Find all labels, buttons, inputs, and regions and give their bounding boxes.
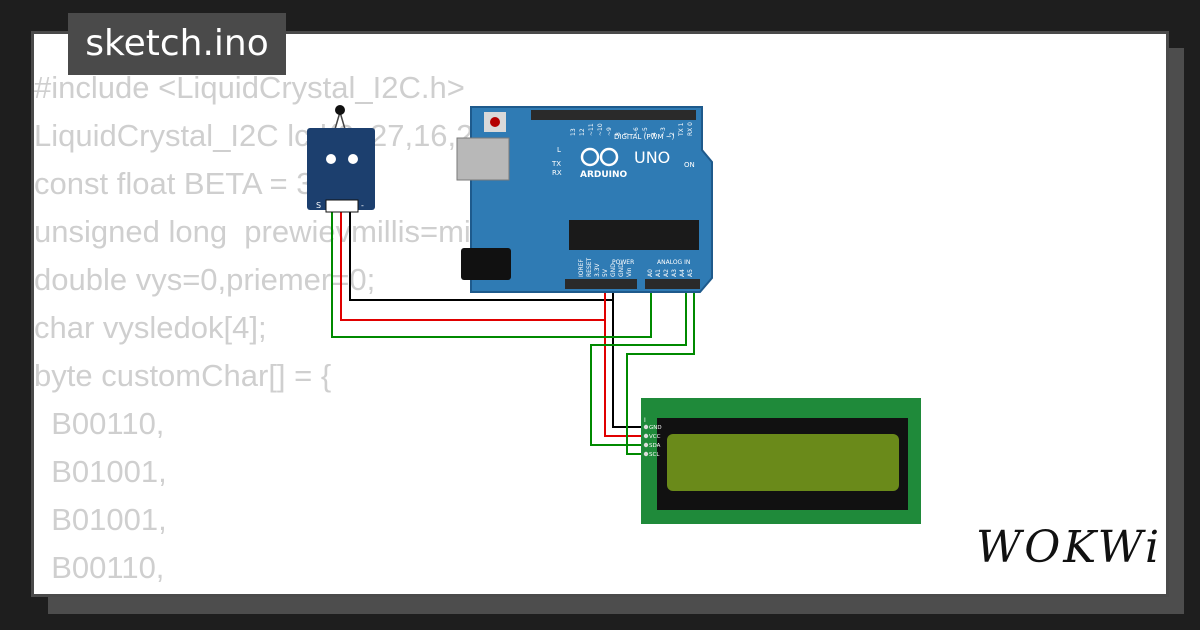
power-header: [565, 279, 637, 289]
pin-label: GND: [610, 263, 617, 277]
power-label: POWER: [612, 259, 634, 266]
rx-led-label: RX: [552, 169, 562, 177]
pin-label: 13: [570, 128, 577, 136]
sensor-signal-label: S: [316, 201, 321, 210]
board-brand-label: ARDUINO: [580, 170, 628, 180]
digital-header: [531, 110, 696, 120]
lcd-pin-label: VCC: [649, 434, 661, 440]
sensor-pcb: [307, 128, 375, 210]
lcd-16x2-display[interactable]: I GND VCC SDA SCL: [641, 398, 921, 524]
sensor-mount-hole: [326, 154, 336, 164]
pin-label: ~3: [660, 127, 667, 136]
pin-label: A3: [671, 269, 678, 277]
sensor-header: [325, 199, 359, 213]
pin-label: A5: [687, 269, 694, 277]
code-line: char vysledok[4];: [34, 310, 267, 345]
wire-green-sensor-signal: [331, 212, 652, 338]
pin-label: A1: [655, 269, 662, 277]
pin-label: TX 1: [678, 122, 685, 137]
thermistor-bead: [335, 105, 345, 115]
lcd-pin-labels: GND VCC SDA SCL: [643, 424, 662, 458]
code-line: #include <LiquidCrystal_I2C.h>: [34, 70, 465, 105]
pin-label: 7: [624, 132, 631, 136]
arduino-infinity-logo-right: [599, 147, 619, 167]
pin-label: ~11: [588, 123, 595, 136]
sensor-mount-hole: [348, 154, 358, 164]
wire-red-sensor-vcc: [340, 212, 645, 437]
board-model-label: UNO: [634, 148, 670, 167]
filename-tab: sketch.ino: [68, 13, 286, 75]
pin-label: IOREF: [578, 259, 585, 277]
arduino-infinity-logo: [580, 147, 600, 167]
tx-led-label: TX: [551, 160, 561, 168]
pin-label: A2: [663, 269, 670, 277]
code-line: B00110,: [34, 550, 165, 585]
pin-label: RX 0: [687, 122, 694, 136]
code-line: B01001,: [34, 454, 167, 489]
wire-green-lcd-sda: [590, 285, 687, 446]
pin-label: 4: [651, 132, 658, 136]
pin-label: ~5: [642, 127, 649, 136]
wires: [331, 212, 695, 455]
lcd-pin[interactable]: [643, 433, 649, 439]
pin-label: ~9: [606, 127, 613, 136]
l-led-label: L: [557, 146, 561, 154]
analog-header: [645, 279, 700, 289]
lcd-screen: [667, 434, 899, 491]
ntc-temperature-sensor[interactable]: S -: [307, 105, 375, 213]
pin-label: 2: [669, 132, 676, 136]
pin-label: GND: [618, 263, 625, 277]
code-line: LiquidCrystal_I2C lcd(0x27,16,2);: [34, 118, 493, 153]
code-line: B01001,: [34, 502, 167, 537]
lcd-pin[interactable]: [643, 442, 649, 448]
code-line: byte customChar[] = {: [34, 358, 332, 393]
code-preview: #include <LiquidCrystal_I2C.h> LiquidCrys…: [34, 64, 516, 592]
pin-label: 8: [615, 132, 622, 136]
lcd-pin-label: SDA: [649, 443, 661, 449]
pin-label: A0: [647, 269, 654, 277]
power-jack: [461, 248, 511, 280]
digital-header-label: DIGITAL (PWM ~): [614, 133, 675, 141]
pin-label: ~6: [633, 127, 640, 136]
lcd-pin[interactable]: [643, 451, 649, 457]
pin-label: A4: [679, 269, 686, 277]
lcd-header-mark: I: [644, 417, 646, 424]
lcd-pin-label: GND: [649, 425, 662, 431]
arduino-uno-board[interactable]: UNO ARDUINO DIGITAL (PWM ~) POWER ANALOG…: [456, 106, 713, 293]
wire-green-lcd-scl: [626, 285, 695, 455]
code-line: B00110,: [34, 406, 165, 441]
code-line: double vys=0,priemer=0;: [34, 262, 376, 297]
pin-label: Vin: [626, 267, 633, 277]
analog-label: ANALOG IN: [657, 259, 690, 266]
atmega-chip: [569, 220, 699, 250]
pin-label: 5V: [602, 268, 609, 277]
pin-label: 12: [579, 128, 586, 136]
lcd-pin[interactable]: [643, 424, 649, 430]
usb-port: [456, 137, 510, 181]
sensor-minus-label: -: [361, 201, 364, 210]
wokwi-logo: WOKWi: [976, 522, 1163, 573]
on-label: ON: [684, 161, 695, 169]
pin-label: RESET: [586, 257, 593, 277]
lcd-pin-label: SCL: [649, 452, 660, 458]
pin-label: 3.3V: [594, 262, 601, 277]
pin-label: ~10: [597, 123, 604, 136]
reset-button-cap: [490, 117, 500, 127]
